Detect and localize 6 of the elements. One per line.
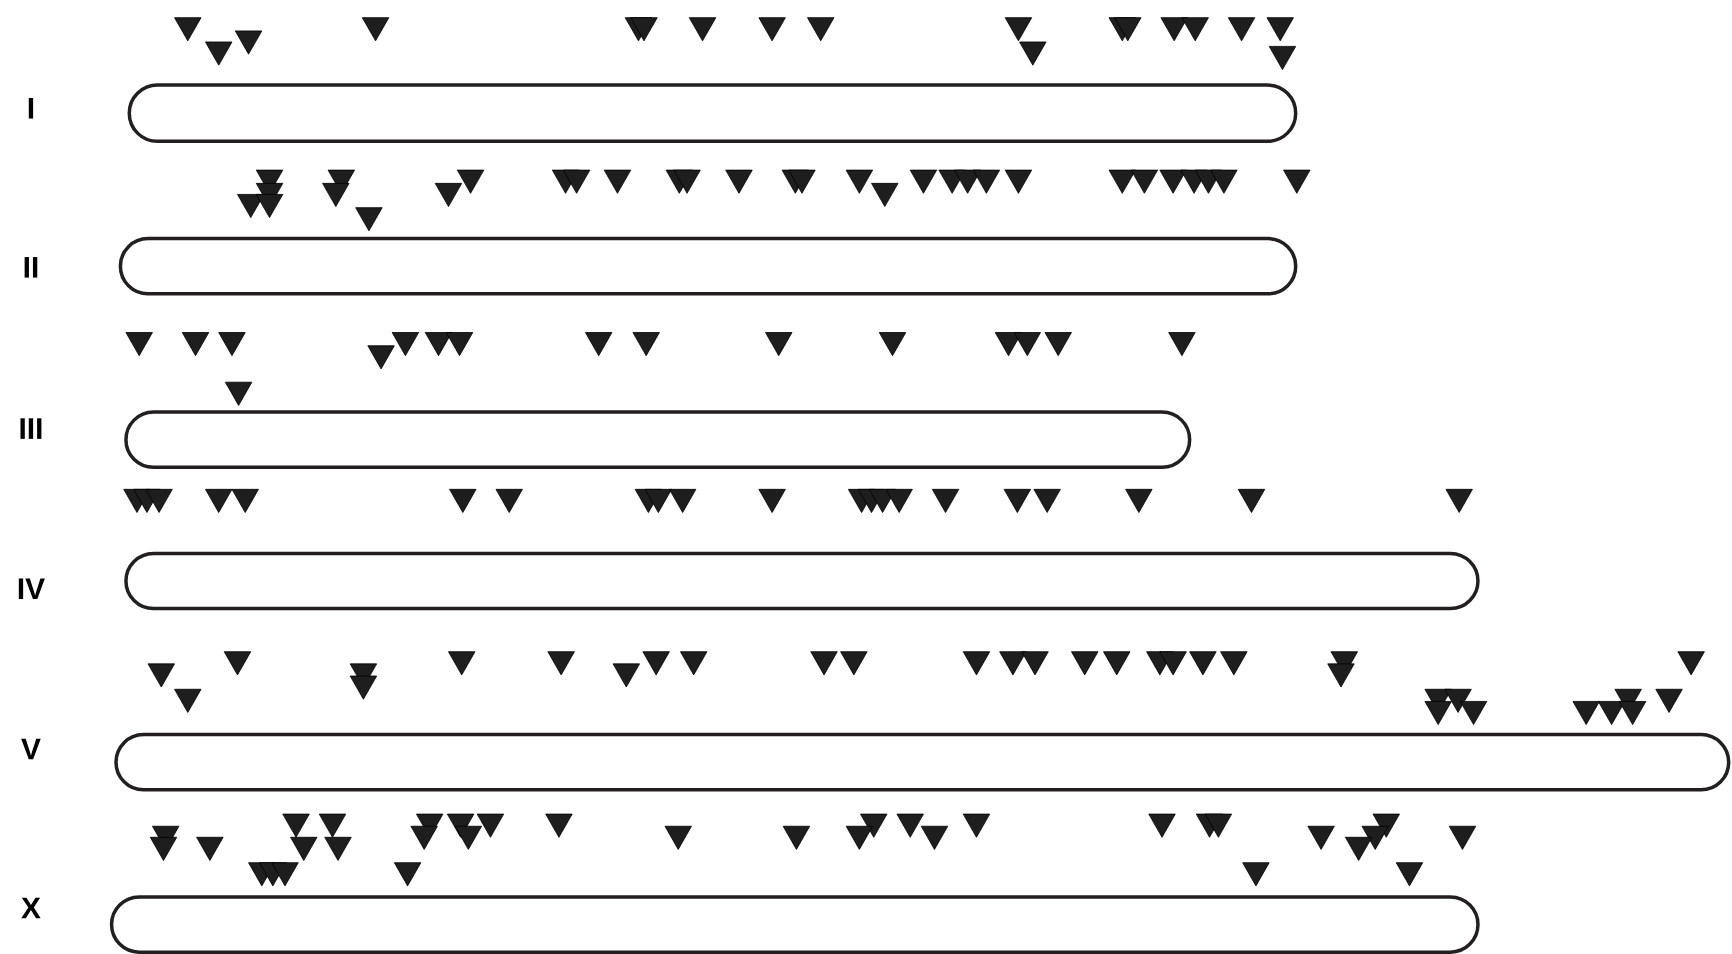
chromosome-label: V	[21, 738, 41, 760]
chromosome-label: II	[24, 256, 38, 278]
chromosome-label: IV	[18, 578, 45, 599]
chromosome-label: I	[28, 97, 34, 119]
chromosome-label: III	[20, 418, 42, 439]
chromosome-label: X	[21, 897, 41, 919]
